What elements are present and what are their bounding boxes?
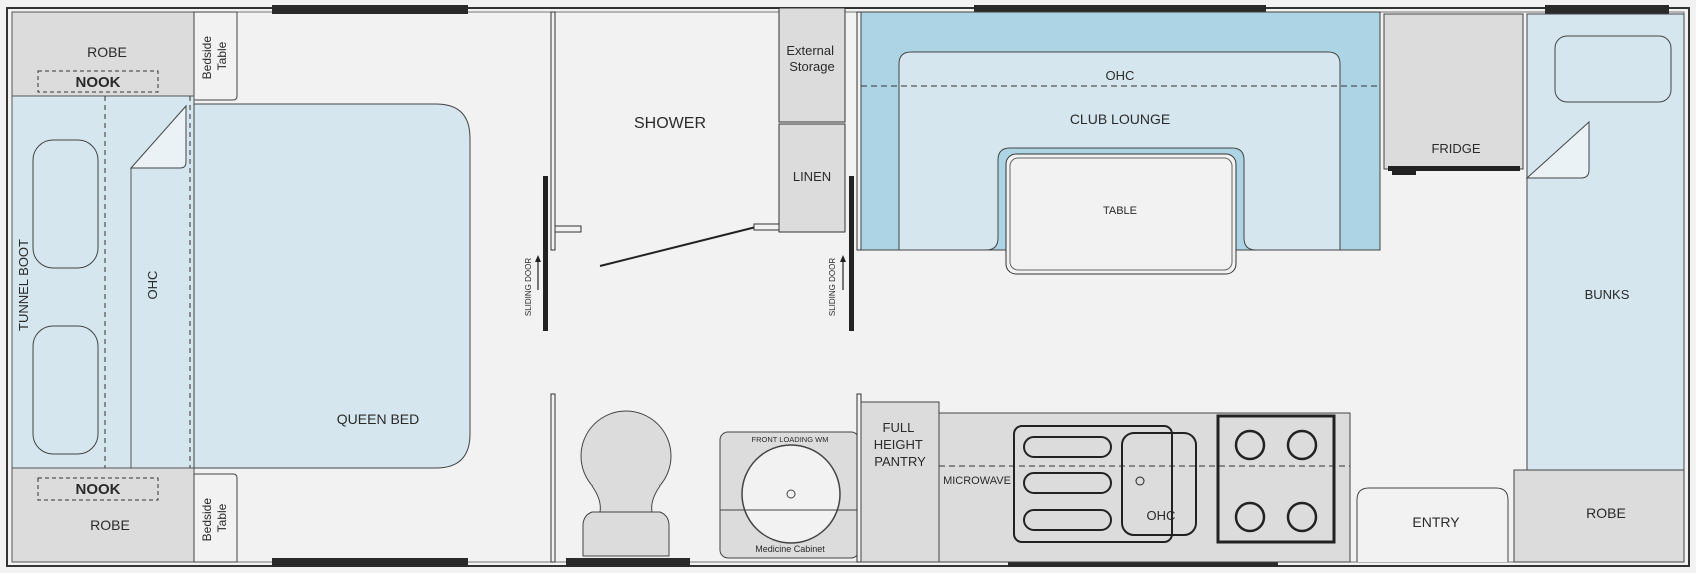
entry-label: ENTRY	[1412, 514, 1460, 530]
microwave-label: MICROWAVE	[943, 475, 1011, 487]
fridge-handle	[1392, 171, 1416, 175]
sliding-door-right-arrowhead	[840, 255, 846, 262]
bunks-label: BUNKS	[1585, 287, 1630, 302]
table-label: TABLE	[1103, 205, 1137, 217]
ohc-lounge-label: OHC	[1106, 68, 1135, 83]
club-lounge-label: CLUB LOUNGE	[1070, 111, 1170, 127]
bedside-table-bottom-label: Bedside Table	[200, 495, 229, 542]
bedside-table-top-label: Bedside Table	[200, 33, 229, 80]
window-bottom-bathroom	[566, 558, 690, 567]
burner-bottom-left	[1234, 501, 1266, 533]
bedside-top-line-2: Table	[215, 41, 229, 70]
fridge	[1383, 13, 1524, 170]
dining-table	[1005, 153, 1237, 275]
tunnel-boot-label: TUNNEL BOOT	[16, 239, 31, 331]
washing-machine-drum	[741, 444, 841, 544]
shower-screen-stub	[753, 223, 781, 231]
pantry-line-1: FULL	[883, 420, 915, 435]
bed-sheet-fold	[129, 104, 187, 169]
shower-label: SHOWER	[634, 115, 706, 132]
window-top-bedroom	[272, 5, 468, 14]
drawer-unit	[1013, 425, 1173, 543]
washing-machine-label: FRONT LOADING WM	[752, 435, 829, 444]
drawer-2	[1023, 472, 1112, 494]
entry-step	[1356, 487, 1509, 562]
nook-bottom	[37, 477, 159, 501]
full-height-pantry-label: FULL HEIGHT PANTRY	[874, 420, 927, 469]
linen-cupboard	[778, 123, 846, 233]
external-storage-line-2: Storage	[789, 59, 835, 74]
sliding-door-left	[543, 176, 548, 331]
outer-wall	[6, 7, 1690, 567]
club-lounge-cushion	[898, 51, 1341, 251]
external-storage	[778, 7, 846, 123]
bedside-top-line-1: Bedside	[200, 36, 214, 80]
pillow-bottom	[32, 325, 99, 455]
sliding-door-right-label: SLIDING DOOR	[828, 258, 837, 316]
bedside-bottom-line-2: Table	[215, 503, 229, 532]
robe-bottom-right-label: ROBE	[1586, 505, 1626, 521]
burner-top-right	[1286, 429, 1318, 461]
toilet-cistern	[582, 511, 670, 557]
pillow-top	[32, 139, 99, 269]
nook-bottom-label: NOOK	[76, 481, 121, 498]
dining-table-inner	[1009, 157, 1233, 271]
cooktop	[1216, 414, 1336, 544]
sliding-door-right	[849, 176, 854, 331]
wall-bathroom-top	[856, 11, 862, 251]
sliding-door-left-label: SLIDING DOOR	[524, 258, 533, 316]
robe-top-left-label: ROBE	[87, 44, 127, 60]
window-top-bunks	[1545, 5, 1669, 14]
sink	[1121, 432, 1197, 536]
linen-label: LINEN	[793, 169, 831, 184]
bunks	[1526, 13, 1685, 471]
full-height-pantry	[860, 401, 940, 563]
external-storage-line-1: External	[786, 43, 834, 58]
sink-drain	[1135, 476, 1145, 486]
ohc-bedroom-label: OHC	[145, 271, 160, 300]
drawer-1	[1023, 436, 1112, 458]
wall-bedroom-top	[550, 11, 556, 251]
ohc-kitchen-label: OHC	[1147, 508, 1176, 523]
nook-top-label: NOOK	[76, 74, 121, 91]
fridge-door-base	[1388, 166, 1520, 171]
nook-top	[37, 70, 159, 93]
medicine-cabinet-label: Medicine Cabinet	[755, 544, 825, 554]
wall-bathroom-bottom	[856, 393, 862, 563]
wall-bedroom-bottom	[550, 393, 556, 563]
washing-machine-drum-center	[786, 489, 796, 499]
bedside-table-bottom	[193, 473, 238, 563]
bunk-sheet-fold	[1525, 120, 1590, 179]
sliding-door-left-arrowhead	[535, 255, 541, 262]
shower-screen	[599, 226, 757, 267]
pantry-line-2: HEIGHT	[874, 437, 923, 452]
robe-bottom-right	[1513, 469, 1685, 563]
shower-stub-wall	[554, 225, 582, 233]
queen-bed-label: QUEEN BED	[337, 411, 419, 427]
drawer-3	[1023, 509, 1112, 531]
fridge-label: FRIDGE	[1431, 141, 1480, 156]
kitchen-bench	[938, 412, 1351, 563]
burner-top-left	[1234, 429, 1266, 461]
robe-bottom-left-label: ROBE	[90, 517, 130, 533]
burner-bottom-right	[1286, 501, 1318, 533]
external-storage-label: External Storage	[786, 43, 837, 74]
queen-bed	[193, 103, 471, 469]
bunk-pillow	[1554, 35, 1672, 103]
window-top-lounge	[974, 5, 1266, 14]
window-bottom-bedroom	[272, 558, 468, 567]
bedside-bottom-line-1: Bedside	[200, 498, 214, 542]
pantry-line-3: PANTRY	[874, 454, 926, 469]
bedside-table-top	[193, 11, 238, 101]
toilet-neck	[591, 485, 661, 513]
